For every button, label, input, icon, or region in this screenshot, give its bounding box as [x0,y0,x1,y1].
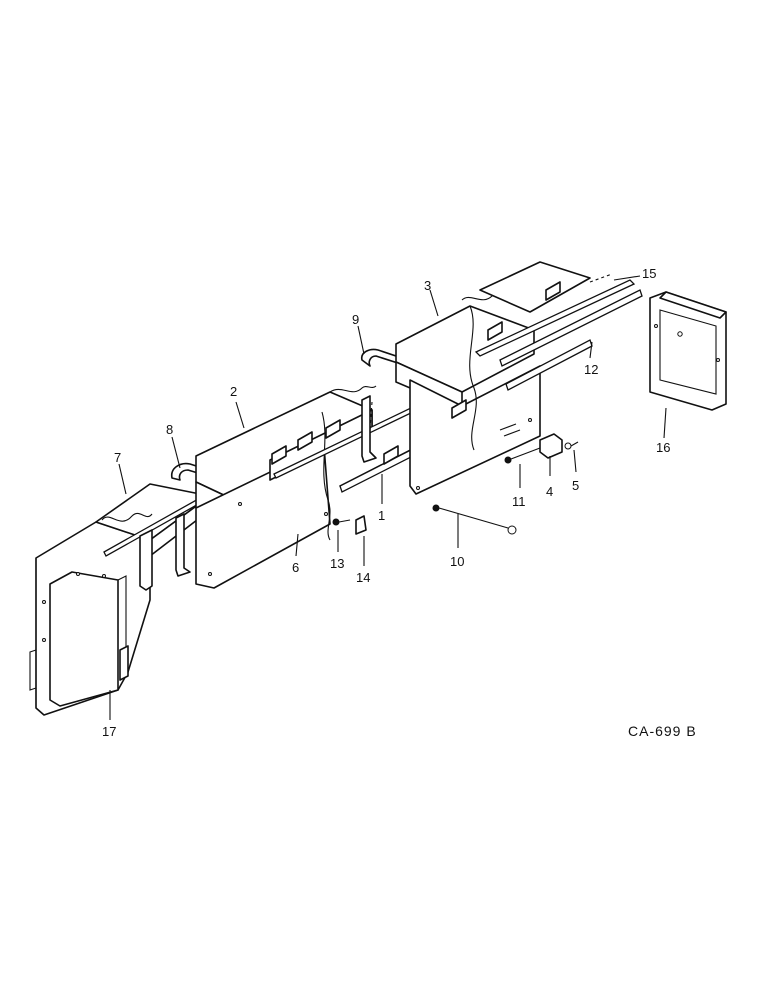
callout-12: 12 [584,362,598,377]
part-5-bolt [564,441,579,450]
callout-8: 8 [166,422,173,437]
callout-15: 15 [642,266,656,281]
callout-6: 6 [292,560,299,575]
callout-labels: 7 8 2 9 3 15 12 16 1 6 13 14 10 11 4 5 1… [102,266,670,739]
callout-9: 9 [352,312,359,327]
callout-5: 5 [572,478,579,493]
callout-16: 16 [656,440,670,455]
callout-10: 10 [450,554,464,569]
callout-1: 1 [378,508,385,523]
callout-4: 4 [546,484,553,499]
callout-17: 17 [102,724,116,739]
callout-2: 2 [230,384,237,399]
drawing-code: CA-699 B [628,723,697,739]
callout-11: 11 [512,494,526,509]
part-16-end-plate [649,291,727,411]
callout-14: 14 [356,570,370,585]
part-11-hook-bolt [504,447,541,464]
part-2-center-cover [195,385,377,589]
part-10-long-bolt [432,504,517,535]
leader-lines [109,275,667,720]
part-13-bolt [332,518,351,526]
callout-13: 13 [330,556,344,571]
callout-3: 3 [424,278,431,293]
part-14-clip [355,515,367,535]
callout-7: 7 [114,450,121,465]
part-4-clamp [539,433,563,459]
part-15-12-bars [474,273,643,391]
part-17-end-shield [29,521,151,716]
part-3-rear-cover [395,261,591,495]
